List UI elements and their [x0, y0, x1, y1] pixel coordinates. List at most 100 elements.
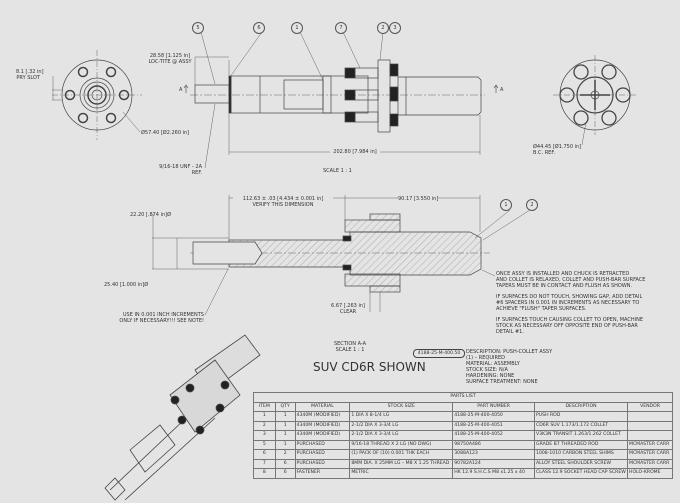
assembly-side-view: [183, 31, 499, 169]
table-cell: 6: [274, 458, 296, 469]
note-line: IF SURFACES TOUCH CAUSING COLLET TO OPEN…: [496, 317, 644, 323]
table-cell: PURCHASED: [294, 449, 351, 460]
table-cell: MCMASTER CARR: [627, 439, 673, 450]
table-cell: GRADE B7 THREADED ROD: [534, 439, 628, 450]
table-cell: 4340M (MODIFIED): [294, 411, 351, 422]
table-cell: 1: [274, 420, 296, 431]
note-1: ONCE ASSY IS INSTALLED AND CHUCK IS RETR…: [496, 271, 645, 289]
dim-text: REF.: [191, 170, 202, 176]
table-cell: ALLOY STEEL SHOULDER SCREW: [534, 458, 628, 469]
table-cell: 8MM DIA. X 25MM LG – M8 X 1.25 THREAD: [349, 458, 454, 469]
table-cell: 4188-25-M-400-4051: [452, 420, 536, 431]
table-cell: CLASS 12.9 SOCKET HEAD CAP SCREW: [534, 468, 628, 479]
table-cell: 2: [274, 449, 296, 460]
col-header: VENDOR: [627, 401, 673, 412]
dim-text: B.C. REF.: [533, 150, 555, 156]
assembly-line: MATERIAL: ASSEMBLY: [466, 361, 520, 367]
overall-length-dim: 202.80 [7.984 in]: [330, 149, 380, 155]
assembly-line: HARDENING: NONE: [466, 373, 515, 379]
main-title: SUV CD6R SHOWN: [313, 360, 426, 374]
table-cell: 98750A486: [452, 439, 536, 450]
flange-end-view: [52, 50, 142, 140]
note-line: AND COLLET IS RELAXED, COLLET AND PUSH-B…: [496, 277, 646, 283]
table-cell: 90782A124: [452, 458, 536, 469]
dim-text: 9/16-18 UNF - 2A: [159, 164, 202, 170]
dim-text: 28.58 [1.125 in]: [149, 53, 191, 59]
assembly-tag: 4188-25-M-400.50: [413, 349, 465, 358]
note-line: ACHIEVE "FLUSH" TAPER SURFACES.: [496, 306, 587, 312]
table-cell: V3K3N TRANSIT 1.263/1.262 COLLET: [534, 430, 628, 441]
table-cell: (1) PACK OF (10) 0.001 THK EACH: [349, 449, 454, 460]
parts-list-title: PARTS LIST: [253, 392, 673, 403]
dim-text: CLEAR: [339, 309, 357, 315]
table-cell: HK 12.9 S.H.C.S M8 x1.25 x 40: [452, 468, 536, 479]
table-cell: CD6R SUV 1.173/1.172 COLLET: [534, 420, 628, 431]
section-marker-left: A: [179, 87, 183, 93]
table-cell: 2-1/2 DIA X 3-3/4 LG: [349, 420, 454, 431]
note-text: ONLY IF NECESSARY!!! SEE NOTE!: [119, 318, 204, 324]
outer-dia-dim: 25.40 [1.000 in]Ø: [104, 282, 149, 288]
clear-dim: 6.67 [.263 in]CLEAR: [330, 303, 366, 315]
table-cell: 1: [274, 411, 296, 422]
note-line: TAPERS MUST BE IN CONTACT AND FLUSH AS S…: [496, 283, 633, 289]
balloon-item: 7: [335, 22, 347, 34]
right-dim: 90.17 [3.550 in]: [398, 196, 439, 202]
note-text: USE IN 0.001 INCH INCREMENTS: [122, 312, 204, 318]
table-cell: PUSH ROD: [534, 411, 628, 422]
table-cell: MCMASTER CARR: [627, 449, 673, 460]
note-line: IF SURFACES DO NOT TOUCH, SHOWING GAP, A…: [496, 294, 643, 300]
note-line: #6 SPACERS IN 0.001 IN INCREMENTS AS NEC…: [496, 300, 640, 306]
balloon-item: 3: [389, 22, 401, 34]
table-cell: METRIC: [349, 468, 454, 479]
dim-text: 112.63 ± .03 [4.434 ± 0.001 in]: [242, 196, 324, 202]
col-header: DESCRIPTION: [534, 401, 628, 412]
col-header: MATERIAL: [294, 401, 351, 412]
verify-dim: 112.63 ± .03 [4.434 ± 0.001 in]VERIFY TH…: [233, 196, 333, 208]
assembly-line: DESCRIPTION: PUSH-COLLET ASSY: [466, 349, 553, 355]
table-cell: 2-1/2 DIA X 3-3/4 LG: [349, 430, 454, 441]
balloon-item: 1: [500, 199, 512, 211]
table-cell: HOLO-KROME: [627, 468, 673, 479]
table-cell: 3: [253, 430, 276, 441]
note-2: IF SURFACES DO NOT TOUCH, SHOWING GAP, A…: [496, 294, 645, 312]
table-cell: 4340M (MODIFIED): [294, 420, 351, 431]
table-cell: 5: [253, 439, 276, 450]
table-cell: 9/16-18 THREAD X 2 LG (NO DWG): [349, 439, 454, 450]
section-title: SECTION A-A: [333, 341, 367, 347]
table-cell: 1 DIA X 8-1/4 LG: [349, 411, 454, 422]
col-header: QTY: [274, 401, 296, 412]
dim-text: PRY SLOT: [16, 75, 40, 81]
col-header: PART NUMBER: [452, 401, 536, 412]
table-cell: 8: [253, 468, 276, 479]
dim-text: LOC-TITE @ ASSY: [148, 59, 192, 65]
dim-text: 8.1 [.32 in]: [16, 69, 44, 75]
table-cell: [627, 420, 673, 431]
assembly-description: DESCRIPTION: PUSH-COLLET ASSY (1) – REQU…: [466, 349, 552, 385]
balloon-item: 1: [291, 22, 303, 34]
dim-text: Ø44.45 [Ø1.750 in]: [533, 144, 582, 150]
table-cell: 1: [274, 430, 296, 441]
loctite-dim: 28.58 [1.125 in]LOC-TITE @ ASSY: [140, 53, 200, 65]
parts-list-table: PARTS LIST ITEM QTY MATERIAL STOCK SIZE …: [253, 392, 673, 479]
table-cell: 3088A123: [452, 449, 536, 460]
table-cell: 6: [253, 449, 276, 460]
table-cell: 7: [253, 458, 276, 469]
balloon-item: 2: [526, 199, 538, 211]
col-header: STOCK SIZE: [349, 401, 454, 412]
col-header: ITEM: [253, 401, 276, 412]
balloon-item: 6: [253, 22, 265, 34]
assembly-line: SURFACE TREATMENT: NONE: [466, 379, 538, 385]
assembly-line: STOCK SIZE: N/A: [466, 367, 508, 373]
balloon-item: 2: [377, 22, 389, 34]
bolt-circle-dim: Ø44.45 [Ø1.750 in]B.C. REF.: [533, 144, 581, 156]
note-line: STOCK AS NECESSARY OFF OPPOSITE END OF P…: [496, 323, 638, 329]
